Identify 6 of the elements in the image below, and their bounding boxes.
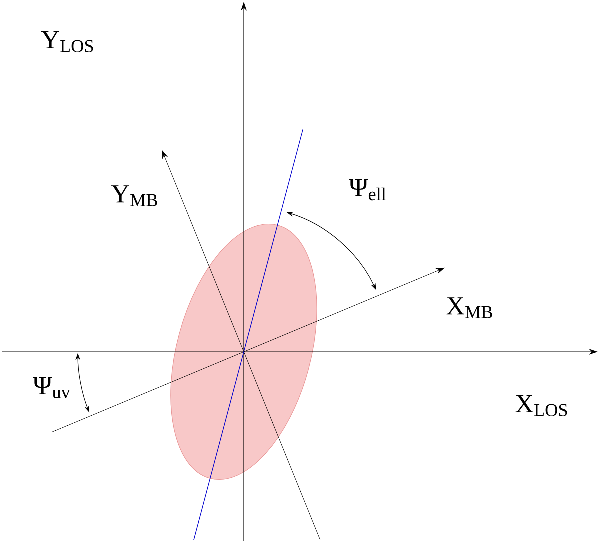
axis-label: Ψ$_{ell}$ xyxy=(349,179,386,201)
axis-label: X$_{MB}$ xyxy=(446,298,492,318)
axis-label: Y$_{LOS}$ xyxy=(41,32,94,52)
axis-label: Ψ$_{uv}$ xyxy=(33,378,70,398)
axis-label: X$_{LOS}$ xyxy=(516,396,568,416)
axis-label: Y$_{MB}$ xyxy=(112,186,158,206)
